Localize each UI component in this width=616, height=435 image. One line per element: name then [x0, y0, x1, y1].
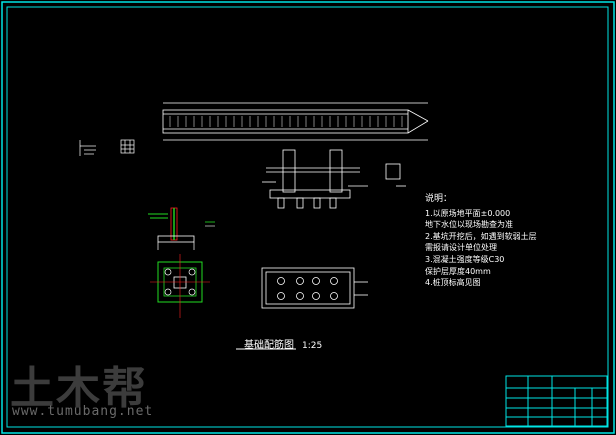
note-line-1: 1.以原场地平面±0.000: [425, 208, 511, 218]
title-block: [505, 375, 608, 427]
watermark-brand: 土木帮: [10, 363, 148, 414]
pile-heads: [277, 197, 337, 209]
column-section: [385, 163, 406, 187]
note-line-6: 保护层厚度40mm: [425, 266, 491, 276]
detail-bar-bend: [79, 140, 96, 156]
note-line-3: 2.基坑开挖后，如遇到软弱土层: [425, 231, 537, 241]
note-line-7: 4.桩顶标高见图: [425, 278, 481, 288]
detail-grid-section: [120, 139, 135, 154]
design-notes: 说明： 1.以原场地平面±0.000 地下水位以现场勘查为准 2.基坑开挖后，如…: [425, 194, 585, 289]
note-line-2: 地下水位以现场勘查为准: [425, 220, 513, 230]
pile-cap-plan: [261, 267, 368, 309]
beam-stirrups: [169, 116, 403, 127]
beam-elevation: [162, 102, 429, 141]
pier-elevation: [262, 149, 368, 199]
rebar-detail-plan: [150, 254, 210, 318]
drawing-title: 基础配筋图: [244, 340, 294, 351]
notes-heading: 说明：: [425, 194, 453, 204]
drawing-scale: 1:25: [302, 341, 323, 351]
note-line-4: 需报请设计单位处理: [425, 243, 497, 253]
watermark-url: www.tumubang.net: [12, 404, 154, 419]
rebar-detail-elevation: [148, 207, 215, 250]
note-line-5: 3.混凝土强度等级C30: [425, 254, 505, 264]
inner-frame: [6, 6, 609, 428]
